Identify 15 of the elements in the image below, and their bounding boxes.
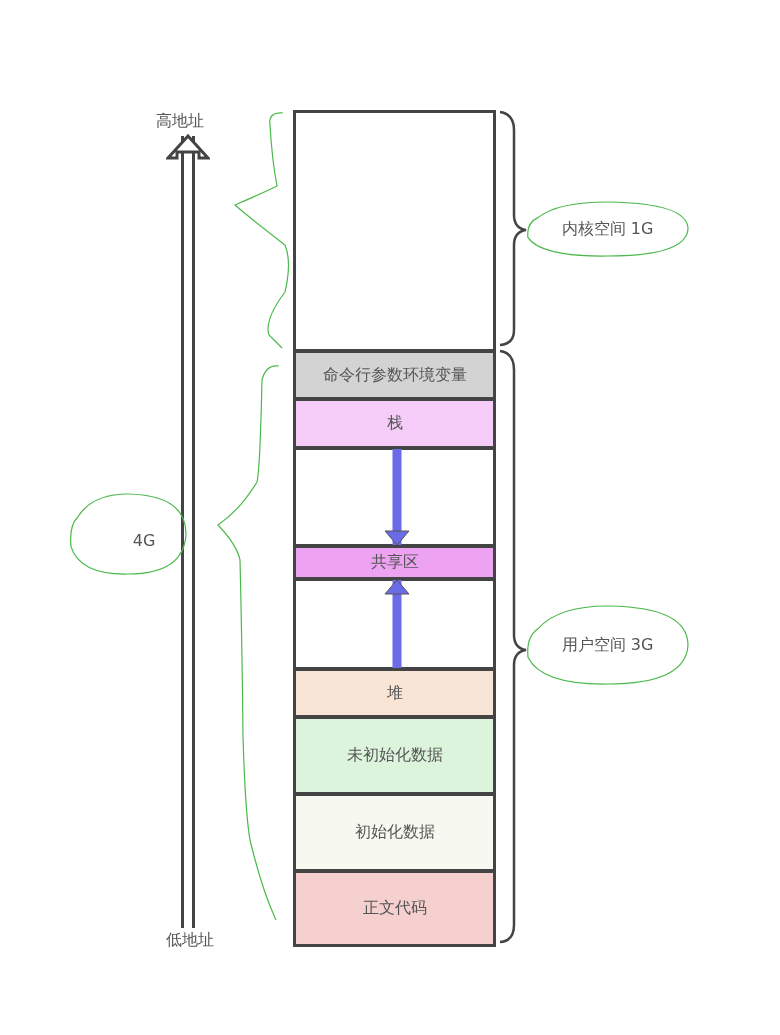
memory-segment: 命令行参数环境变量: [293, 350, 496, 400]
memory-segment: 正文代码: [293, 870, 496, 947]
size-label: 用户空间 3G: [561, 634, 654, 656]
memory-segment: 未初始化数据: [293, 716, 496, 795]
size-label: 4G: [132, 530, 156, 550]
arrow: [384, 579, 410, 668]
axis-label: 高地址: [145, 108, 215, 134]
memory-segment: 初始化数据: [293, 793, 496, 872]
arrow: [384, 449, 410, 546]
memory-segment: [293, 110, 496, 352]
size-label: 内核空间 1G: [561, 218, 654, 240]
memory-segment: 栈: [293, 398, 496, 449]
memory-segment: 堆: [293, 668, 496, 718]
memory-segment: 共享区: [293, 545, 496, 580]
axis-label: 低地址: [152, 928, 228, 952]
